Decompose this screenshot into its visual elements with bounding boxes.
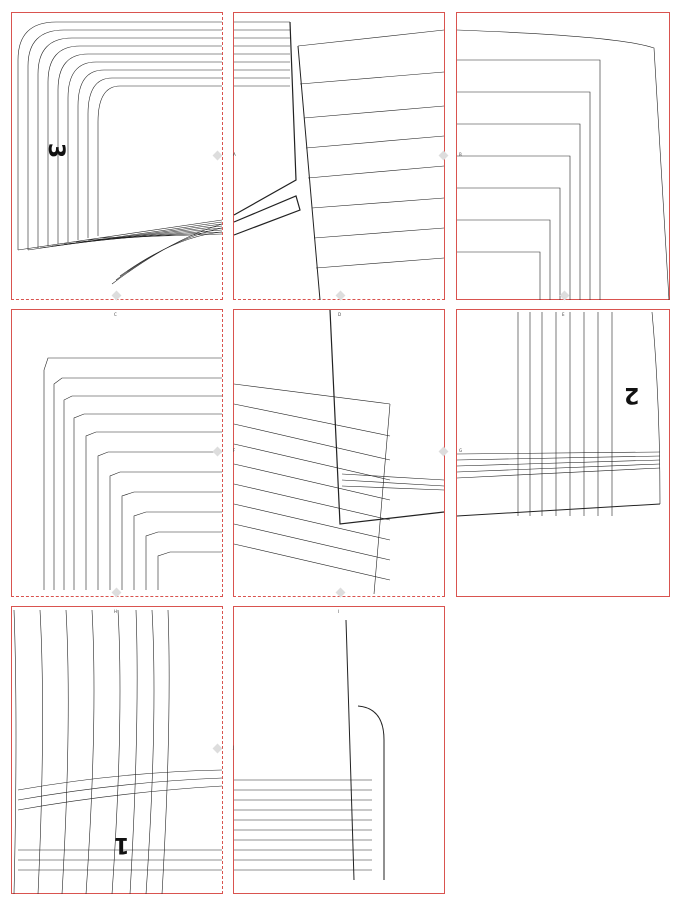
marker-h-label: H <box>114 609 118 614</box>
marker-d-label: D <box>338 312 342 317</box>
pattern-tile-7 <box>11 606 223 894</box>
marker-j-label: J <box>233 745 235 750</box>
marker-e-label: E <box>562 312 565 317</box>
pattern-tile-4 <box>11 309 223 597</box>
pattern-tile-2 <box>233 12 445 300</box>
piece-number-1: 1 <box>114 832 130 857</box>
marker-b-label: B <box>459 152 462 157</box>
marker-g-label: G <box>459 448 463 453</box>
marker-f-label: F <box>233 448 236 453</box>
marker-i-label: I <box>338 609 340 614</box>
piece-number-3: 3 <box>43 142 69 159</box>
pattern-tile-1 <box>11 12 223 300</box>
marker-a-label: A <box>233 152 236 157</box>
marker-c-label: C <box>114 312 117 317</box>
piece-number-2: 2 <box>624 382 640 407</box>
pattern-tile-8 <box>233 606 445 894</box>
pattern-tile-5 <box>233 309 445 597</box>
